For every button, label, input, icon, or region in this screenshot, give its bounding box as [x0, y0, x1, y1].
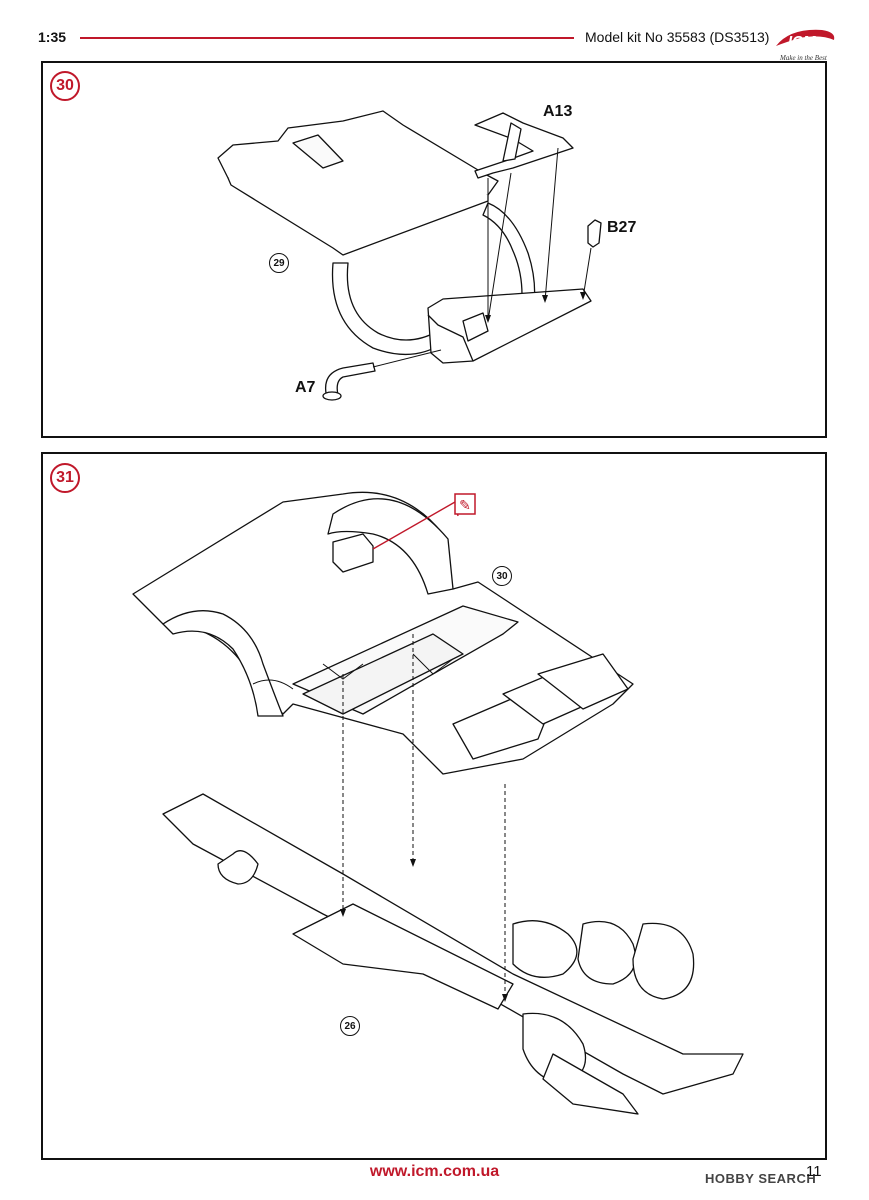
part-label-a7: A7	[295, 379, 316, 396]
svg-text:Make in the Best: Make in the Best	[779, 54, 828, 62]
step-30-illustration	[217, 110, 602, 401]
scale-label: 1:35	[38, 29, 67, 45]
step-31-panel: 31	[41, 452, 827, 1160]
page-number: 11	[806, 1163, 822, 1180]
ref-step-26: 26	[340, 1016, 360, 1036]
step-30-panel: 30	[41, 61, 827, 438]
header-rule	[80, 37, 574, 39]
step-30-badge: 30	[50, 71, 80, 101]
ref-step-30: 30	[492, 566, 512, 586]
ref-step-29: 29	[269, 253, 289, 273]
glue-brush-icon: ✎	[459, 496, 471, 513]
part-label-b27: B27	[607, 219, 637, 236]
watermark: HOBBY SEARCH	[705, 1171, 817, 1186]
svg-text:ICM: ICM	[788, 33, 816, 50]
step-31-badge: 31	[50, 463, 80, 493]
step-31-illustration	[132, 491, 744, 1115]
website-link[interactable]: www.icm.com.ua	[369, 1163, 500, 1180]
part-label-a13: A13	[543, 103, 573, 120]
icm-logo: ICM Make in the Best	[770, 24, 840, 64]
kit-number: Model kit No 35583 (DS3513)	[585, 29, 770, 45]
